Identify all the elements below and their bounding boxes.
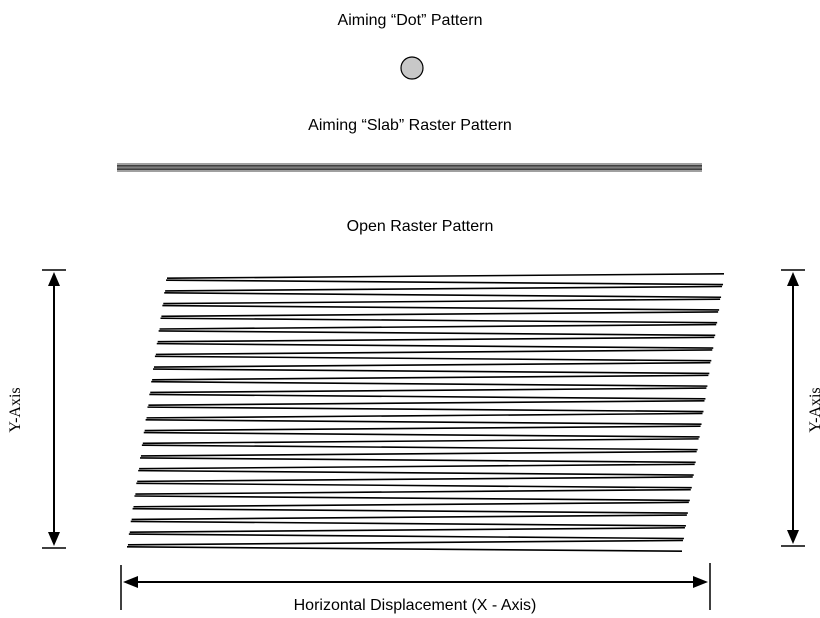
raster-scan-line — [126, 546, 683, 552]
raster-scan-line — [137, 476, 693, 483]
raster-scan-line — [156, 342, 714, 349]
y-axis-arrow-left — [42, 269, 66, 549]
open-raster-pattern — [126, 273, 725, 552]
raster-scan-line — [153, 361, 711, 368]
raster-scan-line — [163, 298, 721, 305]
raster-scan-line — [134, 495, 690, 502]
y-axis-label-right: Y-Axis — [807, 387, 820, 433]
raster-scan-line — [166, 273, 725, 279]
open-raster-pattern-title: Open Raster Pattern — [346, 218, 494, 235]
raster-scan-line — [159, 323, 717, 330]
raster-scan-line — [140, 450, 697, 457]
raster-scan-line — [132, 507, 688, 514]
raster-scan-line — [146, 412, 703, 419]
raster-scan-line — [135, 488, 691, 495]
aiming-dot — [400, 56, 424, 80]
raster-scan-line — [149, 393, 706, 400]
raster-scan-line — [142, 438, 699, 445]
raster-scan-line — [136, 482, 692, 489]
slab-raster-pattern — [117, 163, 702, 172]
y-axis-label-left: Y-Axis — [7, 387, 24, 433]
raster-scan-line — [152, 374, 709, 381]
raster-scan-line — [154, 355, 712, 362]
raster-scan-line — [157, 336, 715, 343]
raster-scan-line — [127, 539, 683, 546]
raster-scan-line — [158, 330, 716, 337]
raster-scan-line — [138, 469, 694, 476]
raster-scan-line — [164, 292, 722, 299]
raster-scan-line — [148, 399, 705, 406]
raster-scan-line — [153, 368, 710, 375]
raster-scan-line — [162, 304, 720, 311]
raster-scan-line — [143, 431, 700, 438]
raster-scan-line — [147, 406, 704, 413]
raster-scan-line — [133, 501, 689, 508]
raster-scan-line — [155, 349, 713, 356]
raster-scan-line — [145, 419, 702, 426]
y-axis-arrow-right — [781, 269, 805, 547]
raster-scan-line — [129, 526, 685, 533]
dot-pattern-title: Aiming “Dot” Pattern — [337, 12, 483, 29]
x-axis-arrow — [120, 563, 711, 610]
raster-scan-line — [165, 285, 723, 292]
raster-scan-line — [144, 425, 701, 432]
raster-scan-line — [139, 463, 695, 470]
raster-scan-line — [130, 520, 686, 527]
raster-scan-line — [166, 279, 724, 286]
raster-scan-line — [161, 311, 719, 318]
raster-scan-line — [160, 317, 718, 324]
raster-scan-line — [151, 380, 708, 387]
raster-scan-line — [140, 457, 696, 464]
slab-pattern-title: Aiming “Slab” Raster Pattern — [308, 117, 512, 134]
x-axis-label: Horizontal Displacement (X - Axis) — [293, 597, 537, 614]
raster-scan-line — [141, 444, 698, 451]
raster-scan-line — [150, 387, 707, 394]
raster-scan-line — [128, 533, 684, 540]
raster-scan-line — [131, 514, 687, 521]
